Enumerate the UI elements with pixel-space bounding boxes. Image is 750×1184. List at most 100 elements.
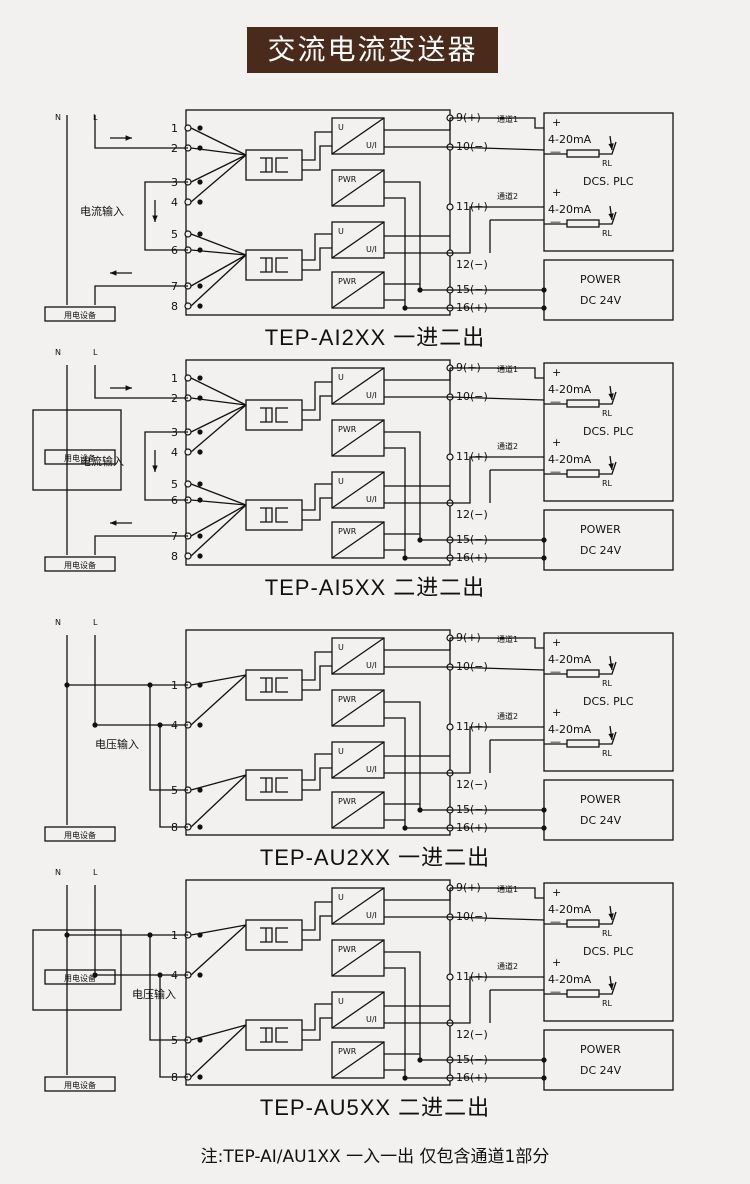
ui-module-1 (331, 887, 385, 925)
arrow-head (608, 463, 614, 470)
junction-dot (541, 287, 547, 293)
input-type-label: 电流输入 (80, 204, 124, 218)
rl-label: RL (602, 749, 613, 758)
sensor-box (245, 149, 303, 181)
input-terminal-5: 5 (171, 478, 178, 491)
module-label-top: U (338, 373, 344, 382)
wire (449, 916, 545, 921)
terminal-point (446, 973, 454, 981)
line-label: L (93, 348, 98, 357)
terminal-t10: 10(−) (456, 910, 488, 923)
terminal-t12: 12(−) (456, 258, 488, 271)
module-label-top: PWR (338, 695, 357, 704)
wire (384, 118, 451, 131)
current-loop-label: 4-20mA (548, 903, 592, 916)
device-box (44, 556, 116, 572)
module-label-top: PWR (338, 277, 357, 286)
ui-module-2 (331, 471, 385, 509)
terminal-point (184, 198, 192, 206)
wire (190, 504, 247, 557)
minus-sign: — (550, 985, 561, 998)
sensor-box (245, 919, 303, 951)
terminal-t10: 10(−) (456, 140, 488, 153)
module-label-bottom: U/I (366, 1015, 377, 1024)
junction-dot (197, 429, 203, 435)
module-divider (331, 791, 385, 829)
junction-dot (417, 807, 423, 813)
input-terminal-5: 5 (171, 228, 178, 241)
wire (302, 1017, 332, 1041)
channel-label: 通道2 (497, 961, 518, 971)
wire (144, 431, 188, 501)
power-label: POWER (580, 273, 621, 286)
input-terminal-8: 8 (171, 550, 178, 563)
wire (159, 725, 188, 828)
device-box (44, 969, 116, 985)
power-supply-box (543, 779, 674, 841)
sensor-core (275, 777, 288, 793)
wire (144, 181, 188, 251)
sensor-core (275, 407, 288, 423)
wire (302, 767, 332, 791)
current-loop-label: 4-20mA (548, 653, 592, 666)
module-divider (331, 271, 385, 309)
input-type-label: 电压输入 (95, 737, 139, 751)
junction-dot (197, 179, 203, 185)
module-divider (331, 637, 385, 675)
wire (302, 497, 332, 521)
pwr-module-2 (331, 521, 385, 559)
wire (302, 395, 332, 421)
wire (384, 701, 450, 811)
module-divider (331, 521, 385, 559)
wire (190, 154, 247, 203)
input-terminal-4: 4 (171, 196, 178, 209)
junction-dot (197, 722, 203, 728)
wire (384, 888, 451, 901)
junction-dot (147, 932, 153, 938)
model-caption: TEP-AI5XX 二进二出 (265, 575, 486, 600)
junction-dot (197, 231, 203, 237)
line-label: L (93, 618, 98, 627)
device-label: 用电设备 (64, 830, 96, 840)
wire (190, 924, 247, 976)
wire (450, 456, 544, 504)
wire (190, 154, 247, 183)
junction-dot (197, 247, 203, 253)
sensor-box (245, 499, 303, 531)
rl-label: RL (602, 999, 613, 1008)
wire (190, 377, 247, 406)
wire (302, 901, 332, 931)
channel-label: 通道1 (497, 114, 518, 124)
wire (190, 483, 247, 506)
junction-dot (197, 553, 203, 559)
ui-module-1 (331, 367, 385, 405)
terminal-t12: 12(−) (456, 778, 488, 791)
device-box (44, 306, 116, 322)
junction-dot (197, 395, 203, 401)
junction-dot (197, 972, 203, 978)
wire (449, 666, 545, 671)
wire (450, 726, 544, 774)
wire (302, 247, 332, 271)
arrow-head (608, 913, 614, 920)
sensor-core (275, 1027, 288, 1043)
sensor-core (275, 257, 288, 273)
module-label-top: PWR (338, 425, 357, 434)
module-label-top: U (338, 227, 344, 236)
terminal-point (184, 124, 192, 132)
minus-sign: — (550, 735, 561, 748)
model-caption: TEP-AU5XX 二进二出 (260, 1095, 490, 1120)
wire (384, 638, 451, 651)
minus-sign: — (550, 395, 561, 408)
pwr-module-2 (331, 271, 385, 309)
dcs-plc-label: DCS. PLC (583, 175, 634, 188)
pwr-module-1 (331, 689, 385, 727)
terminal-point (184, 374, 192, 382)
module-label-top: PWR (338, 527, 357, 536)
module-divider (331, 887, 385, 925)
wire (599, 141, 617, 155)
junction-dot (197, 375, 203, 381)
